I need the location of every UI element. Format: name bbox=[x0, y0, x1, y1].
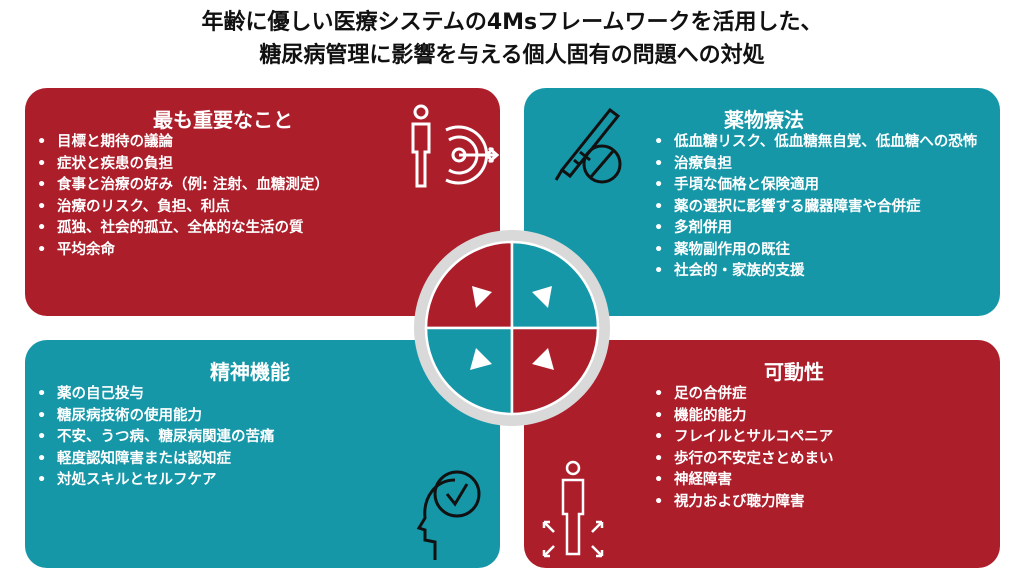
list-item: 低血糖リスク、低血糖無自覚、低血糖への恐怖 bbox=[652, 132, 992, 154]
list-item: 治療のリスク、負担、利点 bbox=[35, 197, 329, 219]
list-item: 薬の自己投与 bbox=[35, 384, 275, 406]
panel-mentation: 精神機能 薬の自己投与 糖尿病技術の使用能力 不安、うつ病、糖尿病関連の苦痛 軽… bbox=[25, 340, 500, 568]
mentation-list: 薬の自己投与 糖尿病技術の使用能力 不安、うつ病、糖尿病関連の苦痛 軽度認知障害… bbox=[35, 384, 275, 492]
panel-heading: 可動性 bbox=[764, 360, 824, 384]
mobility-list: 足の合併症 機能的能力 フレイルとサルコペニア 歩行の不安定さとめまい 神経障害… bbox=[652, 384, 834, 513]
arrow-triangle-icon bbox=[472, 286, 492, 308]
list-item: 食事と治療の好み（例: 注射、血糖測定） bbox=[35, 175, 329, 197]
arrow-triangle-icon bbox=[470, 348, 492, 370]
list-item: 治療負担 bbox=[652, 154, 992, 176]
title-line-2: 糖尿病管理に影響を与える個人固有の問題への対処 bbox=[259, 43, 765, 68]
page-title: 年齢に優しい医療システムの4Msフレームワークを活用した、 糖尿病管理に影響を与… bbox=[0, 6, 1024, 72]
panel-medication: 薬物療法 低血糖リスク、低血糖無自覚、低血糖への恐怖 治療負担 手頃な価格と保険… bbox=[524, 88, 1000, 316]
list-item: 症状と疾患の負担 bbox=[35, 154, 329, 176]
list-item: フレイルとサルコペニア bbox=[652, 427, 834, 449]
list-item: 糖尿病技術の使用能力 bbox=[35, 406, 275, 428]
panel-heading: 精神機能 bbox=[210, 360, 290, 384]
what-matters-list: 目標と期待の議論 症状と疾患の負担 食事と治療の好み（例: 注射、血糖測定） 治… bbox=[35, 132, 329, 261]
insulin-pen-icon bbox=[554, 107, 622, 184]
list-item: 手頃な価格と保険適用 bbox=[652, 175, 992, 197]
panel-what-matters: 最も重要なこと 目標と期待の議論 症状と疾患の負担 食事と治療の好み（例: 注射… bbox=[25, 88, 500, 316]
panel-heading: 薬物療法 bbox=[724, 108, 804, 132]
list-item: 機能的能力 bbox=[652, 406, 834, 428]
list-item: 薬物副作用の既往 bbox=[652, 240, 992, 262]
title-line-1: 年齢に優しい医療システムの4Msフレームワークを活用した、 bbox=[201, 10, 823, 35]
arrow-triangle-icon bbox=[532, 286, 552, 308]
list-item: 不安、うつ病、糖尿病関連の苦痛 bbox=[35, 427, 275, 449]
quadrant-mobility bbox=[510, 326, 600, 416]
head-checkmark-icon bbox=[416, 470, 481, 560]
arrow-triangle-icon bbox=[532, 348, 554, 370]
list-item: 社会的・家族的支援 bbox=[652, 261, 992, 283]
list-item: 足の合併症 bbox=[652, 384, 834, 406]
list-item: 孤独、社会的孤立、全体的な生活の質 bbox=[35, 218, 329, 240]
list-item: 多剤併用 bbox=[652, 218, 992, 240]
quadrant-mentation bbox=[424, 326, 514, 416]
panel-heading: 最も重要なこと bbox=[153, 108, 293, 132]
list-item: 薬の選択に影響する臓器障害や合併症 bbox=[652, 197, 992, 219]
medication-list: 低血糖リスク、低血糖無自覚、低血糖への恐怖 治療負担 手頃な価格と保険適用 薬の… bbox=[652, 132, 992, 283]
quadrant-what-matters bbox=[424, 240, 514, 330]
quadrant-medication bbox=[510, 240, 600, 330]
person-target-icon bbox=[411, 104, 500, 188]
list-item: 平均余命 bbox=[35, 240, 329, 262]
list-item: 軽度認知障害または認知症 bbox=[35, 449, 275, 471]
person-mobility-icon bbox=[542, 460, 604, 558]
panel-mobility: 可動性 足の合併症 機能的能力 フレイルとサルコペニア 歩行の不安定さとめまい … bbox=[524, 340, 1000, 568]
list-item: 目標と期待の議論 bbox=[35, 132, 329, 154]
4ms-center-wheel bbox=[414, 230, 610, 426]
list-item: 視力および聴力障害 bbox=[652, 492, 834, 514]
list-item: 歩行の不安定さとめまい bbox=[652, 449, 834, 471]
list-item: 対処スキルとセルフケア bbox=[35, 470, 275, 492]
list-item: 神経障害 bbox=[652, 470, 834, 492]
